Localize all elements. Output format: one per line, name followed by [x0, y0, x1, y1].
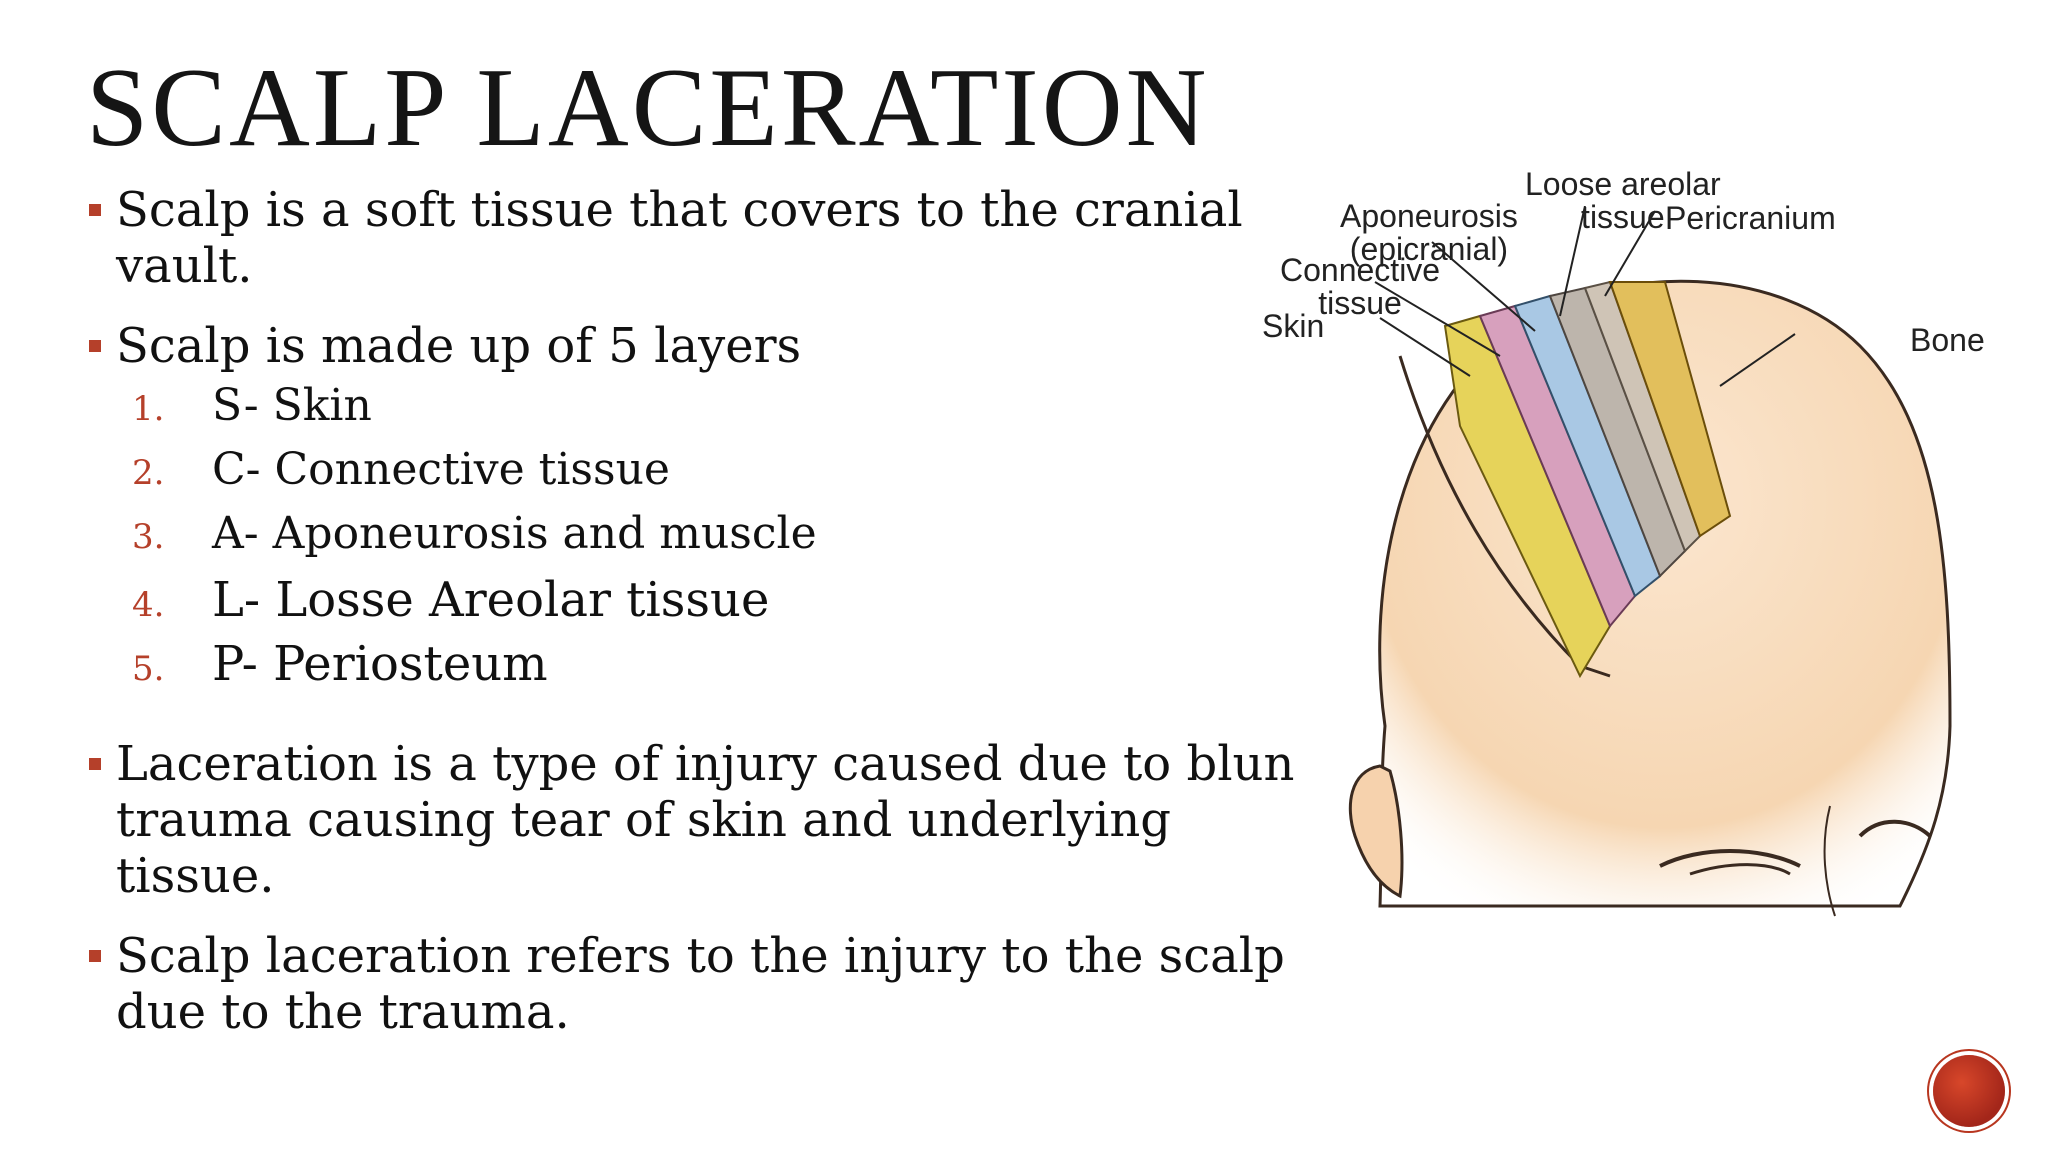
connective-pointer [1374, 281, 1501, 357]
slide-content: Scalp is a soft tissue that covers to th… [86, 182, 1306, 1040]
list-number: 3. [132, 517, 165, 557]
list-item: 2. C- Connective tissue [86, 444, 1306, 508]
ear-left [1348, 764, 1404, 899]
list-item: 4. L- Losse Areolar tissue [86, 572, 1306, 636]
label-loose-line2: tissue [1581, 199, 1665, 235]
bullet-scalp-definition: Scalp is a soft tissue that covers to th… [86, 182, 1306, 294]
label-aponeurosis-line1: Aponeurosis [1340, 198, 1518, 234]
bullet-text: Scalp is a soft tissue that covers to th… [116, 182, 1243, 294]
bullet-marker-icon [89, 950, 101, 962]
label-loose-line1: Loose areolar [1525, 166, 1721, 202]
list-text: P- Periosteum [212, 636, 548, 692]
left-eye [1659, 849, 1801, 868]
list-text: L- Losse Areolar tissue [212, 572, 770, 628]
bullet-text: Scalp laceration refers to the injury to… [116, 928, 1285, 1040]
bullet-marker-icon [89, 758, 101, 770]
incision-edge [1398, 355, 1611, 678]
aponeurosis-pointer [1431, 241, 1536, 332]
bullet-scalp-layers: Scalp is made up of 5 layers [86, 318, 1306, 374]
label-pericranium: Pericranium [1665, 202, 1836, 235]
list-number: 1. [132, 389, 165, 429]
label-skin-text: Skin [1262, 308, 1325, 344]
bullet-text: Laceration is a type of injury caused du… [116, 736, 1295, 904]
slide-title: SCALP LACERATION [86, 46, 1210, 170]
list-item: 3. A- Aponeurosis and muscle [86, 508, 1306, 572]
left-eye-lid [1689, 863, 1791, 876]
pericranium-pointer [1604, 210, 1656, 297]
slide-nav-button[interactable] [1933, 1055, 2005, 1127]
label-aponeurosis: Aponeurosis (epicranial) [1340, 200, 1518, 266]
list-item: 5. P- Periosteum [86, 636, 1306, 700]
bullet-marker-icon [89, 340, 101, 352]
layers-list: 1. S- Skin 2. C- Connective tissue 3. A-… [86, 380, 1306, 700]
right-eye [1858, 819, 1932, 838]
list-text: A- Aponeurosis and muscle [212, 508, 817, 559]
list-text: S- Skin [212, 380, 372, 431]
list-number: 2. [132, 453, 165, 493]
label-loose-areolar: Loose areolar tissue [1525, 168, 1721, 234]
list-number: 4. [132, 585, 165, 625]
head-illustration [1348, 206, 1952, 917]
bone-layer [1608, 281, 1732, 538]
label-connective-line1: Connective [1280, 252, 1441, 288]
list-text: C- Connective tissue [212, 444, 670, 495]
scalp-layers-diagram: Aponeurosis (epicranial) Loose areolar t… [1260, 168, 2000, 996]
bullet-text: Scalp is made up of 5 layers [116, 318, 802, 374]
skin-pointer [1379, 317, 1471, 377]
list-number: 5. [132, 649, 165, 689]
skin-layer [1443, 314, 1612, 679]
label-bone-text: Bone [1910, 322, 1985, 358]
nose-bridge [1823, 805, 1836, 917]
label-skin: Skin [1262, 310, 1324, 343]
loose-pointer [1559, 206, 1586, 317]
label-connective: Connective tissue [1280, 254, 1440, 320]
list-item: 1. S- Skin [86, 380, 1306, 444]
label-aponeurosis-line2: (epicranial) [1349, 231, 1509, 267]
bone-pointer [1719, 333, 1796, 387]
bullet-scalp-laceration: Scalp laceration refers to the injury to… [86, 928, 1306, 1040]
bullet-laceration-definition: Laceration is a type of injury caused du… [86, 736, 1306, 904]
bullet-marker-icon [89, 204, 101, 216]
label-connective-line2: tissue [1318, 285, 1402, 321]
label-pericranium-text: Pericranium [1665, 200, 1836, 236]
label-bone: Bone [1910, 324, 1985, 357]
